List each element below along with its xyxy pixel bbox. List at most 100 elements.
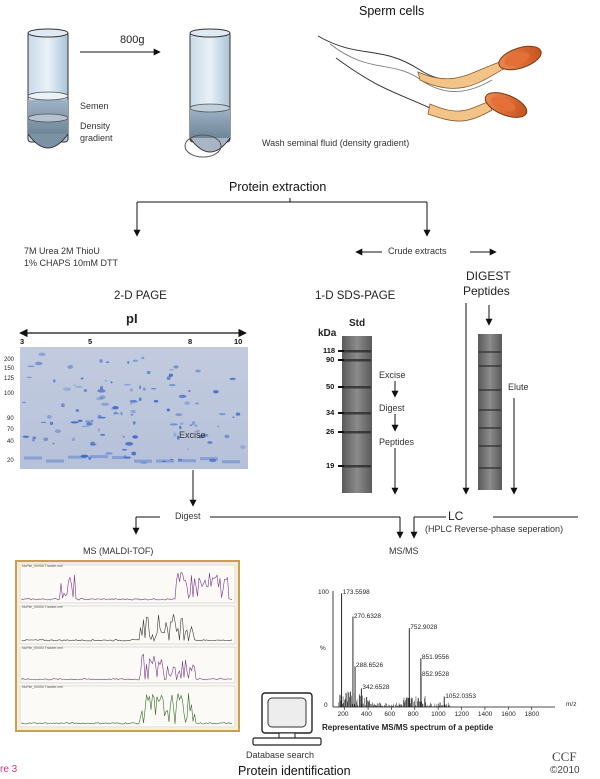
gel-spot bbox=[54, 429, 62, 434]
gel-spots bbox=[21, 352, 246, 465]
gel-spot bbox=[71, 437, 76, 441]
maldi-header-2: NoFile_00000 Tracker.xml bbox=[22, 605, 63, 609]
gel-spot bbox=[187, 448, 190, 450]
kda-label: kDa bbox=[318, 328, 337, 339]
x-tick-label: 600 bbox=[384, 711, 396, 718]
gel-spot bbox=[105, 361, 110, 363]
gel-spot bbox=[169, 423, 178, 426]
msms-ytick-100: 100 bbox=[318, 589, 329, 596]
gel-spot bbox=[52, 379, 56, 383]
gel-spot bbox=[90, 419, 94, 423]
extraction-split-arrows bbox=[133, 198, 431, 237]
gel-spot bbox=[177, 458, 183, 461]
digest-peptide-lane bbox=[478, 334, 502, 490]
wash-label: Wash seminal fluid (density gradient) bbox=[262, 138, 410, 148]
gel-spot bbox=[195, 429, 200, 433]
peak-label: 1052.0353 bbox=[445, 692, 476, 700]
marker-34: 34 bbox=[326, 408, 335, 417]
peak-label: 288.6526 bbox=[356, 662, 384, 670]
gel-spot bbox=[100, 433, 106, 436]
two-d-page-title: 2-D PAGE bbox=[114, 290, 167, 302]
gel-spot bbox=[74, 386, 83, 388]
gel-spot bbox=[123, 455, 127, 457]
gel-spot bbox=[80, 454, 89, 458]
gel-spot bbox=[166, 408, 170, 412]
gel-spot bbox=[224, 434, 230, 439]
peak-label: 270.6328 bbox=[353, 612, 382, 620]
gel-spot bbox=[176, 435, 180, 440]
gel-spot bbox=[22, 435, 30, 438]
gel-spot bbox=[140, 461, 148, 465]
credit-line-2: ©2010 bbox=[550, 765, 580, 776]
gel-spot bbox=[81, 425, 90, 428]
gel-spot bbox=[168, 373, 174, 377]
gel-front-band bbox=[156, 459, 174, 463]
pi-tick-10: 10 bbox=[234, 337, 243, 346]
gel-spot bbox=[169, 368, 175, 371]
buffer-line-2: 1% CHAPS 10mM DTT bbox=[24, 258, 119, 268]
gel-spot bbox=[132, 359, 139, 362]
gel-spot bbox=[73, 384, 77, 386]
gel-spot bbox=[130, 409, 136, 414]
mw-tick-150: 150 bbox=[4, 366, 15, 372]
peptide-band bbox=[479, 365, 501, 367]
gel-spot bbox=[173, 365, 179, 369]
gel-spot bbox=[129, 399, 137, 403]
gel-spot bbox=[153, 399, 159, 403]
elute-label: Elute bbox=[508, 382, 529, 392]
gel-spot bbox=[67, 365, 74, 369]
gel-spot bbox=[112, 406, 119, 410]
gel-spot bbox=[46, 414, 52, 419]
gel-spot bbox=[97, 428, 100, 432]
gel-spot bbox=[178, 394, 187, 399]
tube-before bbox=[27, 28, 69, 149]
gel-spot bbox=[27, 365, 35, 367]
digest-label: Digest bbox=[175, 511, 201, 521]
gel-spot bbox=[99, 359, 103, 363]
gel-spot bbox=[151, 388, 157, 390]
mw-tick-90: 90 bbox=[7, 416, 14, 422]
gel-spot bbox=[130, 388, 133, 392]
peptide-band bbox=[479, 467, 501, 469]
step-digest: Digest bbox=[379, 403, 405, 413]
gel-spot bbox=[120, 411, 123, 416]
gel-spot bbox=[131, 451, 137, 456]
gel-front-band bbox=[200, 457, 218, 461]
gel-spot bbox=[26, 376, 33, 379]
gel-spot bbox=[130, 400, 139, 404]
gel-spot bbox=[138, 397, 142, 402]
pi-tick-8: 8 bbox=[188, 337, 193, 346]
database-search-label: Database search bbox=[246, 750, 315, 760]
ms-connectors bbox=[132, 470, 578, 539]
pi-label: pI bbox=[126, 311, 138, 326]
figure-reference: re 3 bbox=[0, 764, 18, 775]
gel-spot bbox=[232, 416, 235, 418]
protein-extraction-title: Protein extraction bbox=[229, 180, 327, 194]
pi-tick-5: 5 bbox=[88, 337, 93, 346]
gel-spot bbox=[88, 456, 92, 460]
two-d-page-gel bbox=[19, 328, 248, 469]
gel-front-band bbox=[178, 459, 196, 463]
gel-front-band bbox=[90, 455, 108, 459]
gel-spot bbox=[179, 422, 184, 425]
gel-spot bbox=[38, 352, 46, 357]
gel-spot bbox=[125, 442, 134, 446]
gel-spot bbox=[168, 384, 176, 387]
gel-spot bbox=[86, 422, 93, 426]
peak-label: 852.9528 bbox=[421, 670, 450, 678]
peptide-band bbox=[479, 389, 501, 391]
gel-spot bbox=[43, 437, 49, 442]
gel-spot bbox=[127, 360, 130, 364]
gel-spot bbox=[195, 402, 199, 405]
maldi-trace bbox=[21, 653, 233, 681]
gel-spot bbox=[97, 415, 102, 419]
gel-spot bbox=[32, 438, 35, 442]
maldi-trace bbox=[21, 693, 233, 725]
gel-spot bbox=[179, 425, 182, 430]
gel-spot bbox=[60, 403, 65, 408]
one-d-page-gel bbox=[338, 336, 372, 493]
msms-chart-title: Representative MS/MS spectrum of a pepti… bbox=[322, 723, 494, 732]
gel-spot bbox=[63, 387, 72, 392]
peak-label: 342.6528 bbox=[362, 684, 390, 692]
std-band bbox=[343, 465, 371, 468]
